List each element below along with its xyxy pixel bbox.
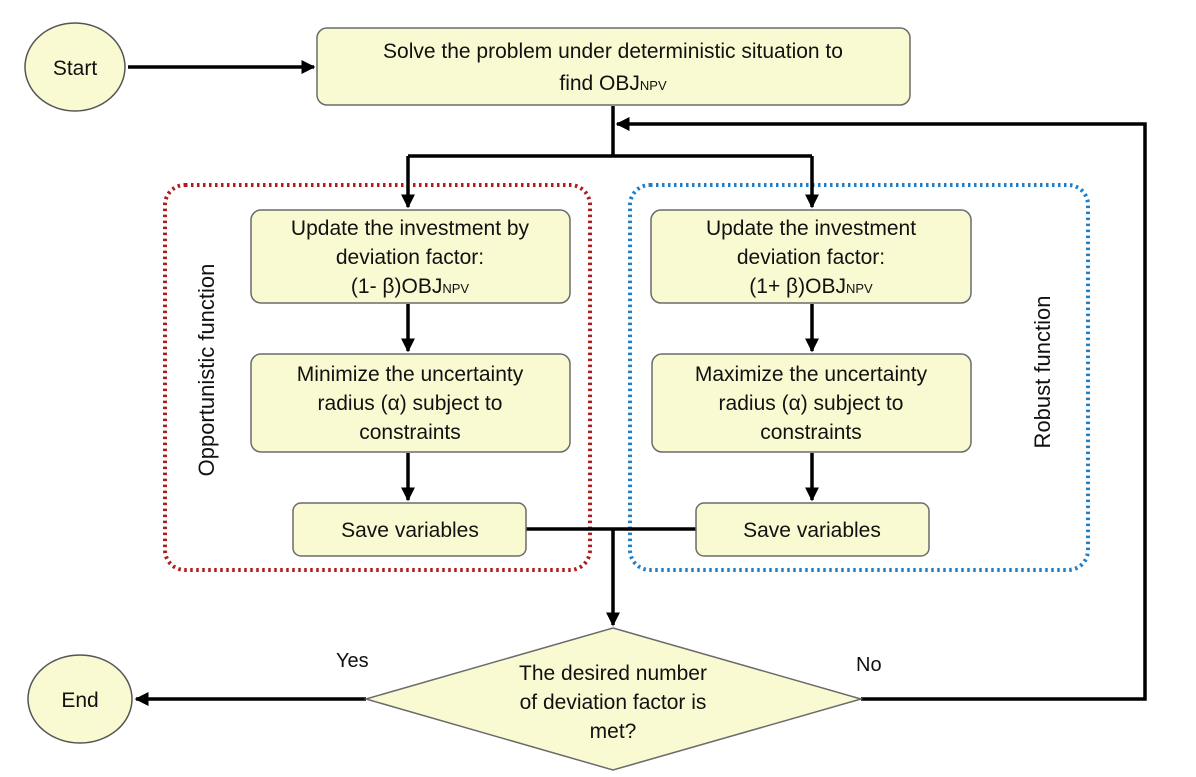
rob-save-node — [695, 502, 930, 557]
rob-maximize-line3: constraints — [760, 421, 862, 444]
solve-label-line2: find OBJNPV — [559, 72, 667, 95]
decision-node — [363, 627, 864, 771]
start-node — [24, 22, 126, 112]
solve-node — [316, 27, 911, 106]
edge-decision-no-loop — [615, 117, 1147, 701]
decision-line3: met? — [590, 720, 637, 743]
yes-label: Yes — [336, 650, 369, 672]
opp-minimize-node — [250, 353, 571, 453]
robust-group-border — [628, 183, 1090, 572]
start-label: Start — [53, 57, 98, 80]
decision-line1: The desired number — [519, 662, 707, 685]
rob-maximize-line2: radius (α) subject to — [719, 392, 904, 415]
rob-update-node — [650, 209, 972, 304]
rob-maximize-node — [651, 353, 972, 453]
rob-update-line2: deviation factor: — [737, 246, 885, 269]
opp-minimize-line3: constraints — [359, 421, 461, 444]
no-label: No — [856, 654, 882, 676]
opp-update-line2: deviation factor: — [336, 246, 484, 269]
opp-update-line1: Update the investment by — [291, 217, 530, 240]
opp-minimize-line1: Minimize the uncertainty — [297, 363, 524, 386]
rob-save-label: Save variables — [743, 519, 881, 542]
opp-update-node — [250, 209, 571, 304]
opp-save-label: Save variables — [341, 519, 479, 542]
opp-update-line3: (1- β)OBJNPV — [351, 275, 469, 298]
rob-update-line1: Update the investment — [706, 217, 916, 240]
opportunistic-group-label: Opportunistic function — [194, 264, 219, 477]
opportunistic-group-border — [163, 183, 592, 572]
robust-group-label: Robust function — [1030, 296, 1055, 449]
opp-save-node — [292, 502, 527, 557]
decision-line2: of deviation factor is — [520, 691, 707, 714]
end-label: End — [61, 689, 98, 712]
solve-label-line1: Solve the problem under deterministic si… — [383, 40, 843, 63]
opp-minimize-line2: radius (α) subject to — [318, 392, 503, 415]
rob-update-line3: (1+ β)OBJNPV — [749, 275, 873, 298]
rob-maximize-line1: Maximize the uncertainty — [695, 363, 928, 386]
end-node — [27, 654, 133, 744]
